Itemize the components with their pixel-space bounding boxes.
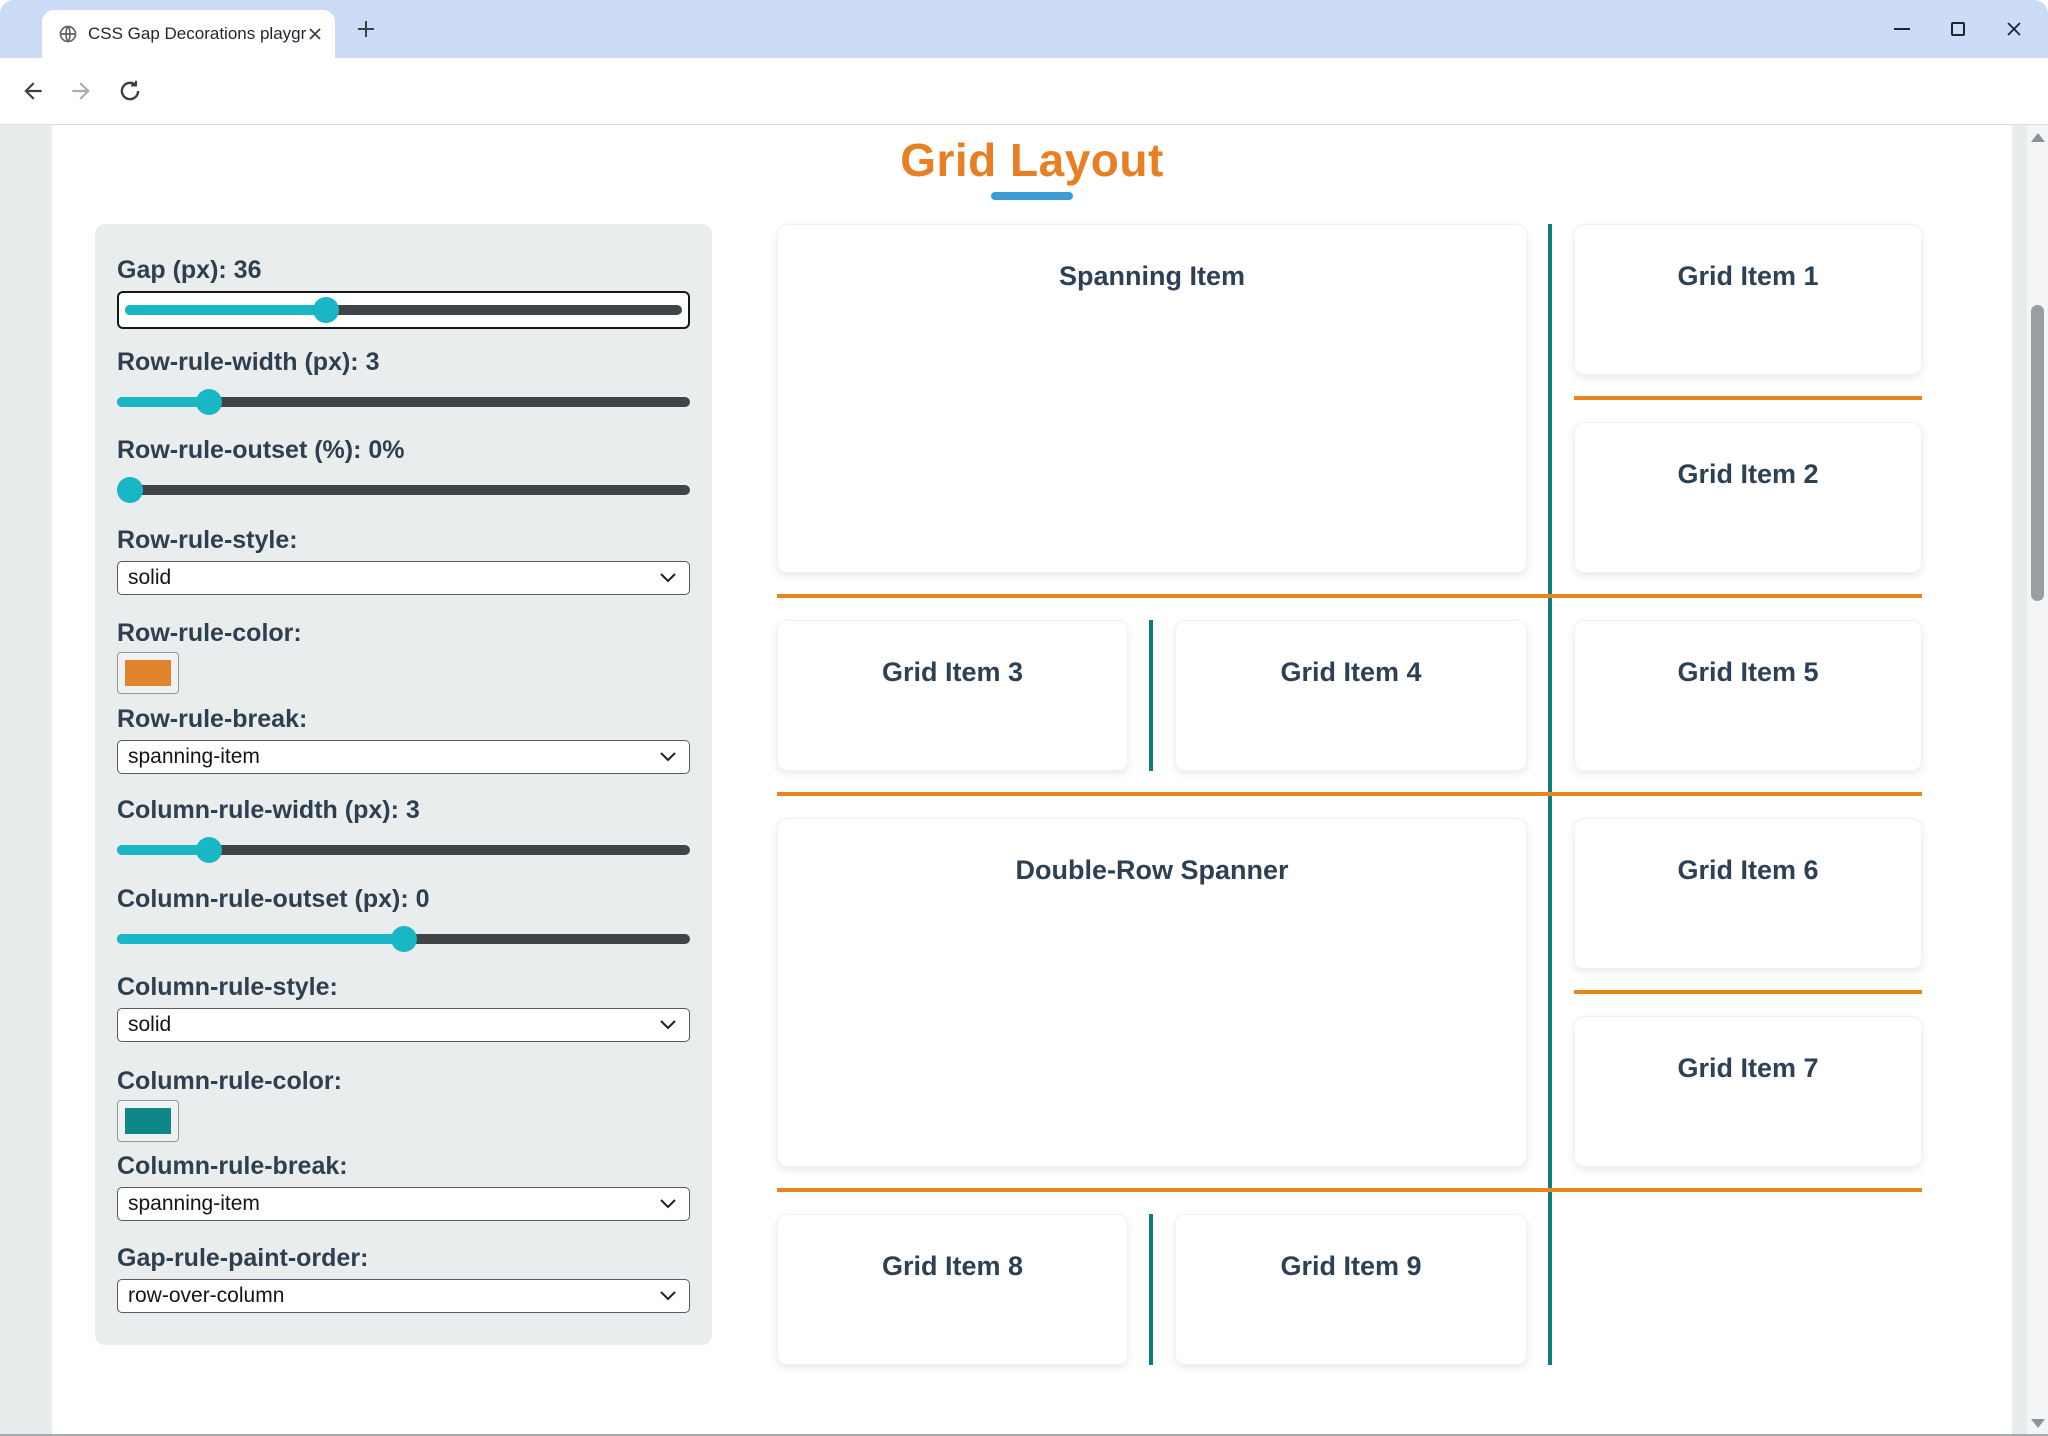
row-rule-style-value: solid bbox=[128, 566, 172, 589]
chevron-down-icon bbox=[660, 573, 676, 583]
column-rule-style-value: solid bbox=[128, 1013, 172, 1036]
row-rule bbox=[1574, 990, 1922, 994]
row-rule-break-select[interactable]: spanning-item bbox=[117, 740, 690, 774]
column-rule-width-slider[interactable] bbox=[117, 837, 690, 863]
tab-title: CSS Gap Decorations playgroun bbox=[88, 24, 307, 43]
row-rule-width-label: Row-rule-width (px): 3 bbox=[117, 348, 380, 376]
chevron-down-icon bbox=[660, 752, 676, 762]
row-rule-style-select[interactable]: solid bbox=[117, 561, 690, 595]
row-rule-style-label: Row-rule-style: bbox=[117, 526, 298, 554]
title-underline bbox=[991, 192, 1073, 200]
column-rule-outset-control: Column-rule-outset (px): 0 bbox=[117, 886, 690, 952]
gap-slider-focus-ring bbox=[117, 291, 690, 329]
row-rule bbox=[777, 594, 1922, 598]
gap-rule-paint-order-value: row-over-column bbox=[128, 1284, 285, 1307]
controls-panel: Gap (px): 36 Row-rule-width (px): 3 bbox=[95, 224, 712, 1345]
gap-slider[interactable] bbox=[125, 297, 682, 323]
row-rule-break-value: spanning-item bbox=[128, 745, 260, 768]
row-rule-break-control: Row-rule-break: spanning-item bbox=[117, 706, 690, 774]
tab-close-icon[interactable] bbox=[307, 26, 323, 42]
row-rule-break-label: Row-rule-break: bbox=[117, 705, 308, 733]
close-button[interactable] bbox=[1986, 0, 2042, 58]
column-rule-outset-label: Column-rule-outset (px): 0 bbox=[117, 885, 430, 913]
minimize-button[interactable] bbox=[1874, 0, 1930, 58]
row-rule-color-picker[interactable] bbox=[117, 652, 179, 694]
back-icon[interactable] bbox=[18, 76, 48, 106]
grid-item-8: Grid Item 8 bbox=[777, 1214, 1128, 1365]
row-rule-color-chip bbox=[125, 660, 171, 686]
page-title: Grid Layout bbox=[900, 134, 1164, 186]
new-tab-button[interactable] bbox=[352, 15, 380, 43]
row-rule bbox=[777, 792, 1922, 796]
column-rule-color-label: Column-rule-color: bbox=[117, 1067, 342, 1095]
row-rule-style-control: Row-rule-style: solid bbox=[117, 527, 690, 595]
column-rule-width-label: Column-rule-width (px): 3 bbox=[117, 796, 420, 824]
globe-favicon-icon bbox=[58, 24, 78, 44]
row-rule-outset-slider[interactable] bbox=[117, 477, 690, 503]
gap-rule-paint-order-select[interactable]: row-over-column bbox=[117, 1279, 690, 1313]
window-controls bbox=[1874, 0, 2042, 58]
row-rule-width-slider[interactable] bbox=[117, 389, 690, 415]
column-rule-color-picker[interactable] bbox=[117, 1100, 179, 1142]
forward-icon[interactable] bbox=[66, 76, 96, 106]
tab-strip: CSS Gap Decorations playgroun bbox=[0, 0, 2048, 58]
grid-item-4: Grid Item 4 bbox=[1175, 620, 1527, 771]
grid-item-5: Grid Item 5 bbox=[1574, 620, 1922, 771]
gap-control: Gap (px): 36 bbox=[117, 257, 690, 329]
column-rule-outset-slider[interactable] bbox=[117, 926, 690, 952]
column-rule-color-chip bbox=[125, 1108, 171, 1134]
gap-rule-paint-order-control: Gap-rule-paint-order: row-over-column bbox=[117, 1245, 690, 1313]
column-rule-style-label: Column-rule-style: bbox=[117, 973, 338, 1001]
browser-toolbar: microsoftedge.github.io/Demos/css-gap-de… bbox=[0, 58, 2048, 171]
grid-item-6: Grid Item 6 bbox=[1574, 818, 1922, 969]
column-rule-break-label: Column-rule-break: bbox=[117, 1152, 348, 1180]
gap-rule-paint-order-label: Gap-rule-paint-order: bbox=[117, 1244, 369, 1272]
row-rule-color-label: Row-rule-color: bbox=[117, 619, 302, 647]
row-rule-width-control: Row-rule-width (px): 3 bbox=[117, 349, 690, 415]
scrollbar[interactable] bbox=[2027, 125, 2048, 1436]
grid-item-7: Grid Item 7 bbox=[1574, 1016, 1922, 1167]
column-rule-break-select[interactable]: spanning-item bbox=[117, 1187, 690, 1221]
row-rule-outset-label: Row-rule-outset (%): 0% bbox=[117, 436, 405, 464]
row-rule-outset-control: Row-rule-outset (%): 0% bbox=[117, 437, 690, 503]
column-rule-style-control: Column-rule-style: solid bbox=[117, 974, 690, 1042]
gap-label: Gap (px): 36 bbox=[117, 256, 262, 284]
grid-item-1: Grid Item 1 bbox=[1574, 224, 1922, 375]
demo-grid: Spanning Item Grid Item 1 Grid Item 2 Gr… bbox=[777, 224, 1922, 1365]
grid-item-spanning: Spanning Item bbox=[777, 224, 1527, 573]
browser-tab[interactable]: CSS Gap Decorations playgroun bbox=[42, 10, 335, 58]
column-rule-color-control: Column-rule-color: bbox=[117, 1068, 690, 1142]
scroll-up-arrow-icon[interactable] bbox=[2031, 133, 2045, 142]
grid-item-9: Grid Item 9 bbox=[1175, 1214, 1527, 1365]
grid-item-2: Grid Item 2 bbox=[1574, 422, 1922, 573]
reload-icon[interactable] bbox=[115, 76, 145, 106]
grid-item-double-row-spanner: Double-Row Spanner bbox=[777, 818, 1527, 1167]
maximize-button[interactable] bbox=[1930, 0, 1986, 58]
page-background: Grid Layout Gap (px): 36 Row-rule-width … bbox=[0, 125, 2048, 1436]
grid-item-3: Grid Item 3 bbox=[777, 620, 1128, 771]
chevron-down-icon bbox=[660, 1020, 676, 1030]
window-bottom-edge bbox=[0, 1434, 2048, 1436]
column-rule bbox=[1149, 620, 1153, 771]
row-rule-color-control: Row-rule-color: bbox=[117, 620, 690, 694]
column-rule-width-control: Column-rule-width (px): 3 bbox=[117, 797, 690, 863]
chevron-down-icon bbox=[660, 1199, 676, 1209]
row-rule bbox=[1574, 396, 1922, 400]
column-rule bbox=[1149, 1214, 1153, 1365]
column-rule-style-select[interactable]: solid bbox=[117, 1008, 690, 1042]
column-rule-break-control: Column-rule-break: spanning-item bbox=[117, 1153, 690, 1221]
scroll-down-arrow-icon[interactable] bbox=[2031, 1419, 2045, 1428]
scrollbar-thumb[interactable] bbox=[2031, 305, 2044, 601]
chevron-down-icon bbox=[660, 1291, 676, 1301]
page-content: Grid Layout Gap (px): 36 Row-rule-width … bbox=[52, 125, 2012, 1436]
column-rule-break-value: spanning-item bbox=[128, 1192, 260, 1215]
row-rule bbox=[777, 1188, 1922, 1192]
